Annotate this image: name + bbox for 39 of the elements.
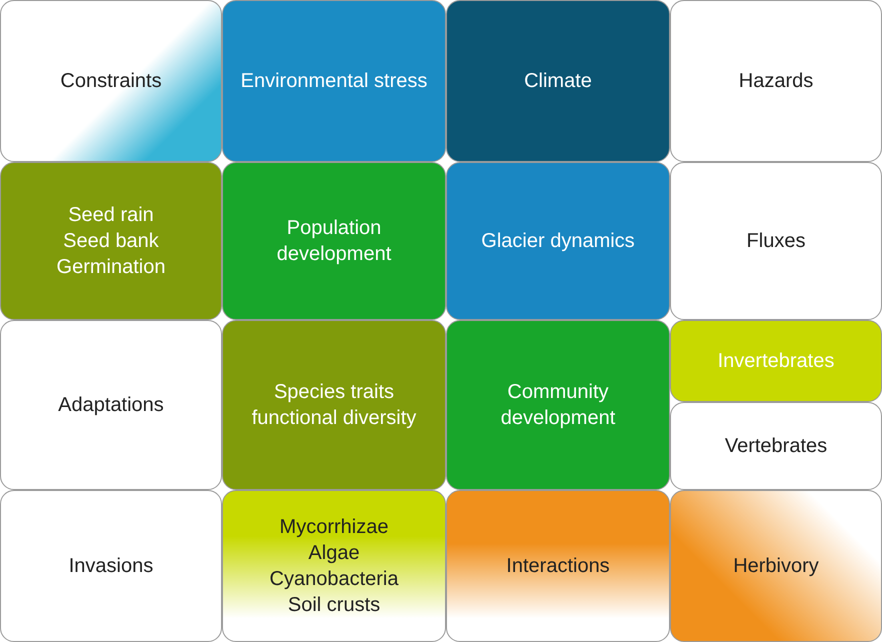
puzzle-piece	[222, 490, 446, 642]
puzzle-piece	[0, 490, 222, 642]
piece-label: Mycorrhizae	[280, 515, 388, 540]
puzzle-piece	[222, 320, 446, 490]
piece-label: Constraints	[60, 69, 162, 94]
piece-label: Species traits functional diversity	[250, 380, 418, 431]
piece-label: Seed rain	[68, 203, 154, 228]
piece-label: Fluxes	[746, 229, 806, 254]
puzzle-piece	[0, 162, 222, 320]
piece-label: Glacier dynamics	[481, 229, 635, 254]
puzzle-piece	[670, 320, 882, 402]
puzzle-piece	[446, 490, 670, 642]
piece-label: Soil crusts	[288, 593, 380, 618]
puzzle-piece	[222, 0, 446, 162]
puzzle-piece	[446, 162, 670, 320]
piece-label: Community development	[500, 380, 616, 431]
puzzle-piece	[0, 320, 222, 490]
puzzle-piece	[670, 402, 882, 490]
piece-label: Algae	[308, 541, 360, 566]
piece-label: Seed bank	[63, 229, 159, 254]
piece-label: Interactions	[506, 554, 610, 579]
piece-label: Vertebrates	[724, 434, 828, 459]
piece-label: Hazards	[738, 69, 814, 94]
piece-label: Adaptations	[58, 393, 164, 418]
piece-label: Population development	[276, 216, 392, 267]
puzzle-piece	[222, 162, 446, 320]
piece-label: Herbivory	[733, 554, 819, 579]
piece-label: Germination	[56, 255, 166, 280]
piece-label: Invasions	[68, 554, 154, 579]
puzzle-piece	[670, 0, 882, 162]
puzzle-piece	[670, 162, 882, 320]
puzzle-piece	[670, 490, 882, 642]
piece-label: Climate	[524, 69, 592, 94]
puzzle-piece	[0, 0, 222, 162]
puzzle-piece	[446, 0, 670, 162]
puzzle-piece	[446, 320, 670, 490]
piece-label: Environmental stress	[240, 69, 428, 94]
piece-label: Cyanobacteria	[270, 567, 398, 592]
piece-label: Invertebrates	[718, 349, 834, 374]
